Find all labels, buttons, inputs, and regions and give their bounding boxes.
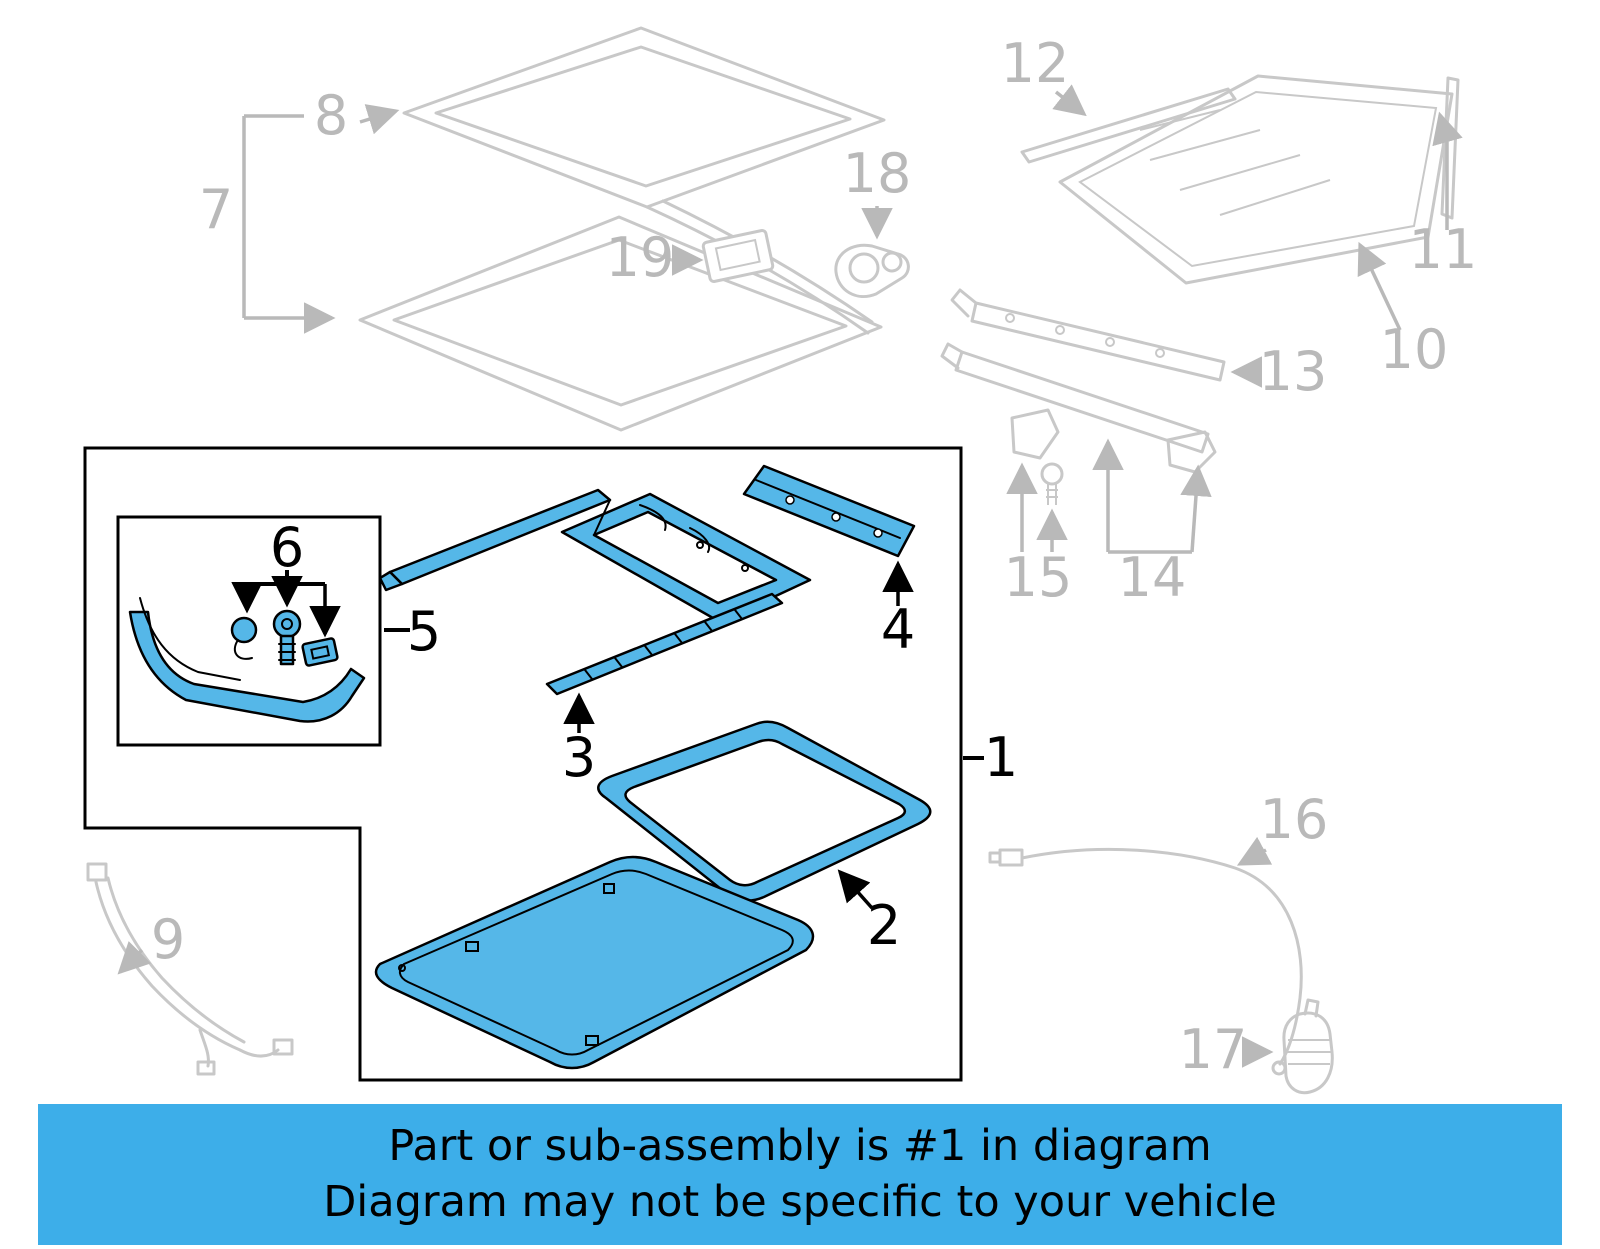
callout-16: 16 <box>1260 788 1329 851</box>
gray-leaders <box>117 84 1463 1068</box>
part-7-roof-frame-lower <box>358 215 883 432</box>
callout-12: 12 <box>1001 32 1070 95</box>
callout-11: 11 <box>1409 218 1478 281</box>
callout-18: 18 <box>843 142 912 205</box>
callout-17: 17 <box>1179 1018 1248 1081</box>
glass-panel <box>1058 74 1460 285</box>
part-14-guide-rail <box>940 342 1217 474</box>
callout-3: 3 <box>562 726 596 789</box>
part-12-front-trim-strip <box>1020 87 1237 164</box>
part-18-motor <box>834 243 910 298</box>
callout-10: 10 <box>1380 318 1449 381</box>
callout-14: 14 <box>1118 546 1187 609</box>
callout-8: 8 <box>314 84 348 147</box>
callout-2: 2 <box>867 894 901 957</box>
part-19-module <box>701 229 775 283</box>
part-16-drain-hose <box>988 847 1303 1076</box>
banner-line-2: Diagram may not be specific to your vehi… <box>323 1176 1277 1227</box>
part-15-bracket-and-screw <box>1010 408 1064 505</box>
part-9-wiring-harness <box>86 862 294 1076</box>
sunroof-panel <box>374 855 815 1070</box>
callout-4: 4 <box>881 598 915 661</box>
sunroof-frame-assembly <box>378 488 812 624</box>
banner-line-1: Part or sub-assembly is #1 in diagram <box>388 1120 1212 1171</box>
part-13-header-rail <box>950 288 1226 382</box>
callout-13: 13 <box>1259 340 1328 403</box>
callout-1: 1 <box>984 726 1018 789</box>
callout-19: 19 <box>606 226 675 289</box>
callout-5: 5 <box>407 600 441 663</box>
part-5-side-rail <box>128 597 366 723</box>
part-2-seal-ring <box>597 720 932 902</box>
callout-7: 7 <box>199 178 233 241</box>
part-4-deflector-panel <box>742 464 916 558</box>
callout-9: 9 <box>151 908 185 971</box>
part-6-clip-screw-set <box>230 609 339 667</box>
featured-leaders <box>231 560 984 910</box>
callout-15: 15 <box>1004 546 1073 609</box>
info-banner: Part or sub-assembly is #1 in diagram Di… <box>38 1104 1562 1245</box>
callout-6: 6 <box>270 516 304 579</box>
part-3-front-rail <box>545 592 784 696</box>
part-17-drain-elbow <box>1282 998 1334 1095</box>
